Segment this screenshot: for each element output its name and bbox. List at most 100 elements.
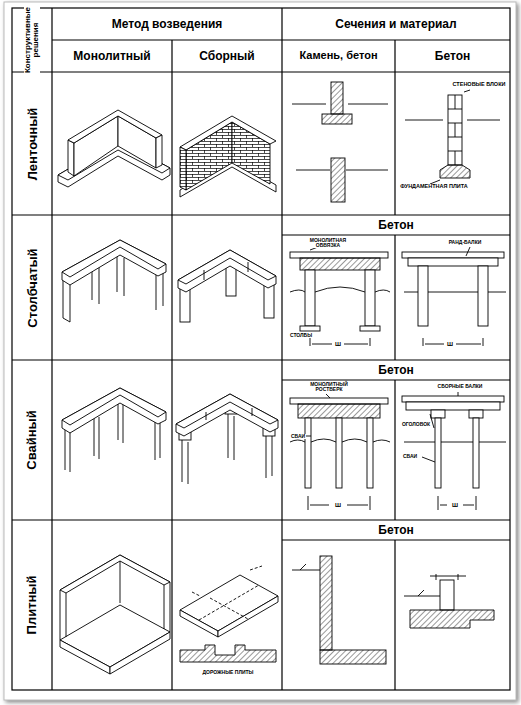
label-text: ФУНДАМЕНТНАЯ ПЛИТА [399,184,469,190]
label-text: Столбчатый [25,247,39,328]
drawing-stroke [418,266,428,326]
drawing-stroke [320,556,332,650]
label-text: СБОРНЫЕ БАЛКИ [437,384,484,389]
drawing-stroke [365,270,375,326]
label-text: Конструктивные решения [24,6,41,74]
column-sections [290,247,506,346]
material-label: Бетон [282,215,510,235]
dimension: Ш [444,339,456,349]
drawing-stroke [264,284,274,318]
drawing-stroke [62,388,166,433]
part-label: МОНОЛИТНЫЙ РОСТВЕРК [296,382,362,392]
label-text: Ш [334,502,342,508]
drawing-stroke [204,262,248,280]
label-text: Свайный [25,409,39,470]
label-text: Плитный [25,575,39,636]
header-cell: Бетон [395,40,510,72]
drawing-stroke [430,574,466,580]
label-text: Сборный [198,50,255,63]
drawing-stroke [404,392,506,510]
drawing-stroke [336,418,342,488]
header-cell: Конструктивные решения [12,8,52,72]
row-label: Свайный [12,360,52,520]
strip-monolithic [58,110,170,187]
header-cell: Сборный [172,40,282,72]
row-label: Ленточный [12,72,52,215]
label-text: Бетон [434,50,471,63]
part-label: СТОЛБЫ [286,331,316,340]
dimension: Ш [449,500,461,510]
column-prefab [178,250,276,322]
drawing-stroke [60,555,170,593]
label-text: Метод возведения [111,18,224,31]
drawing-stroke [110,632,170,674]
pile-sections [290,392,506,510]
drawing-stroke [60,561,170,640]
drawing-stroke [404,247,506,346]
header-cell: Сечения и материал [282,8,510,40]
drawing-stroke [331,158,345,202]
drawing-stroke [12,40,510,540]
drawing-stroke [62,388,166,425]
drawing-stroke [360,326,380,331]
label-text: Бетон [377,219,414,232]
drawing-stroke [192,566,262,620]
row-label: Столбчатый [12,215,52,360]
header-cell: Метод возведения [52,8,282,40]
drawing-stroke [290,247,390,346]
drawing-stroke [290,398,388,404]
row-label: Плитный [12,520,52,690]
drawing-stroke [292,564,320,570]
slab-prefab [180,566,278,662]
slab-monolithic [60,555,170,674]
drawing-stroke [68,140,74,176]
part-label: СВАИ [398,452,422,461]
drawing-stroke [430,90,470,184]
drawing-stroke [60,640,110,674]
drawing-stroke [300,258,380,270]
drawing-stroke [178,250,276,284]
drawing-stroke [300,326,320,331]
drawing-stroke [298,404,380,418]
label-text: Сечения и материал [334,18,457,31]
drawing-stroke [62,240,166,277]
drawing-stroke [440,580,454,610]
label-text: Бетон [377,524,414,537]
label-text: СТЕНОВЫЕ БЛОКИ [452,82,507,88]
drawing-stroke [322,114,352,124]
drawing-stroke [320,650,386,664]
label-text: ДОРОЖНЫЕ ПЛИТЫ [202,670,255,675]
part-label: ОГОЛОВОК [398,420,434,429]
drawing-stroke [410,610,494,628]
drawing-stroke [176,394,278,428]
part-label: ФУНДАМЕНТНАЯ ПЛИТА [398,182,470,192]
drawing-stroke [290,252,388,258]
drawing-stroke [180,610,218,637]
pile-prefab [176,394,278,484]
label-text: ОГОЛОВОК [401,422,431,427]
label-text: Камень, бетон [298,50,378,62]
part-label: ДОРОЖНЫЕ ПЛИТЫ [180,668,276,678]
label-text: Ш [451,502,459,508]
drawing-stroke [305,270,315,326]
strip-sections [292,82,500,202]
drawing-stroke [440,165,470,178]
header-cell: Монолитный [52,40,172,72]
label-text: РАНД-БАЛКИ [448,240,483,245]
header-cell: Камень, бетон [282,40,395,72]
pile-monolithic [62,388,166,472]
drawing-stroke [52,8,395,690]
drawing-stroke [448,95,462,165]
label-text: МОНОЛИТНЫЙ РОСТВЕРК [296,382,362,393]
label-text: СВАИ [402,454,418,459]
drawing-stroke [469,410,483,418]
drawing-stroke [435,418,441,488]
drawing-stroke [4,2,516,700]
material-label: Бетон [282,520,510,540]
drawing-stroke [206,408,252,420]
part-label: СВАИ [286,432,310,441]
drawing-stroke [448,95,462,165]
drawing-stroke [305,418,311,488]
drawing-stroke [402,252,504,258]
